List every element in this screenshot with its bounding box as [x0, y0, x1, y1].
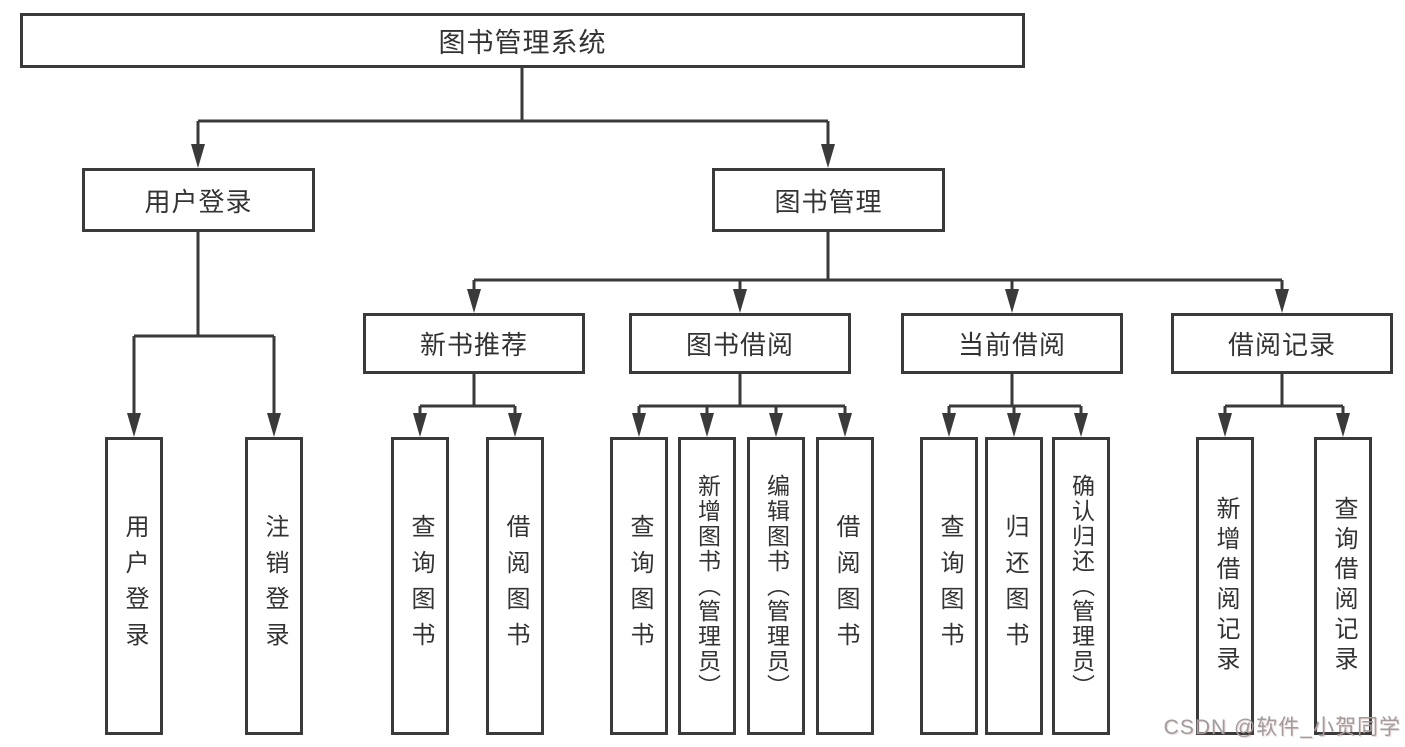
leaf-query-books-recommend: 查询图书 — [391, 437, 449, 735]
connector-root-to-level2 — [196, 68, 830, 146]
leaf-return-books: 归还图书 — [985, 437, 1043, 735]
node-book-borrow-label: 图书借阅 — [685, 330, 794, 360]
node-new-book-recommend-label: 新书推荐 — [419, 330, 528, 360]
connector-borrow-record-children — [1223, 374, 1345, 415]
node-borrow-record: 借阅记录 — [1171, 313, 1393, 374]
leaf-query-books-borrow: 查询图书 — [610, 437, 668, 735]
node-book-management-label: 图书管理 — [774, 186, 883, 217]
leaf-add-books-admin: 新增图书（管理员） — [678, 437, 736, 735]
leaf-borrow-books-recommend: 借阅图书 — [486, 437, 544, 735]
node-book-borrow: 图书借阅 — [629, 313, 851, 374]
connector-book-borrow-children — [637, 374, 847, 415]
connector-user-login-children — [132, 232, 276, 415]
node-borrow-record-label: 借阅记录 — [1227, 330, 1336, 360]
node-current-borrow: 当前借阅 — [901, 313, 1123, 374]
leaf-borrow-books: 借阅图书 — [816, 437, 874, 735]
node-new-book-recommend: 新书推荐 — [363, 313, 585, 374]
node-root: 图书管理系统 — [20, 13, 1025, 68]
node-root-label: 图书管理系统 — [438, 28, 607, 58]
node-current-borrow-label: 当前借阅 — [957, 330, 1066, 360]
leaf-user-login: 用户登录 — [105, 437, 163, 735]
watermark: CSDN @软件_小贺同学 — [1163, 716, 1401, 739]
connector-book-management-children — [472, 232, 1284, 291]
leaf-query-borrow-record: 查询借阅记录 — [1314, 437, 1372, 735]
leaf-confirm-return-admin: 确认归还（管理员） — [1052, 437, 1110, 735]
leaf-edit-books-admin: 编辑图书（管理员） — [747, 437, 805, 735]
node-user-login-label: 用户登录 — [144, 186, 253, 217]
connector-new-book-recommend-children — [418, 374, 517, 415]
node-book-management: 图书管理 — [712, 168, 945, 232]
connector-current-borrow-children — [947, 374, 1083, 415]
leaf-query-books-current: 查询图书 — [920, 437, 978, 735]
leaf-add-borrow-record: 新增借阅记录 — [1196, 437, 1254, 735]
node-user-login: 用户登录 — [82, 168, 315, 232]
leaf-logout-login: 注销登录 — [245, 437, 303, 735]
